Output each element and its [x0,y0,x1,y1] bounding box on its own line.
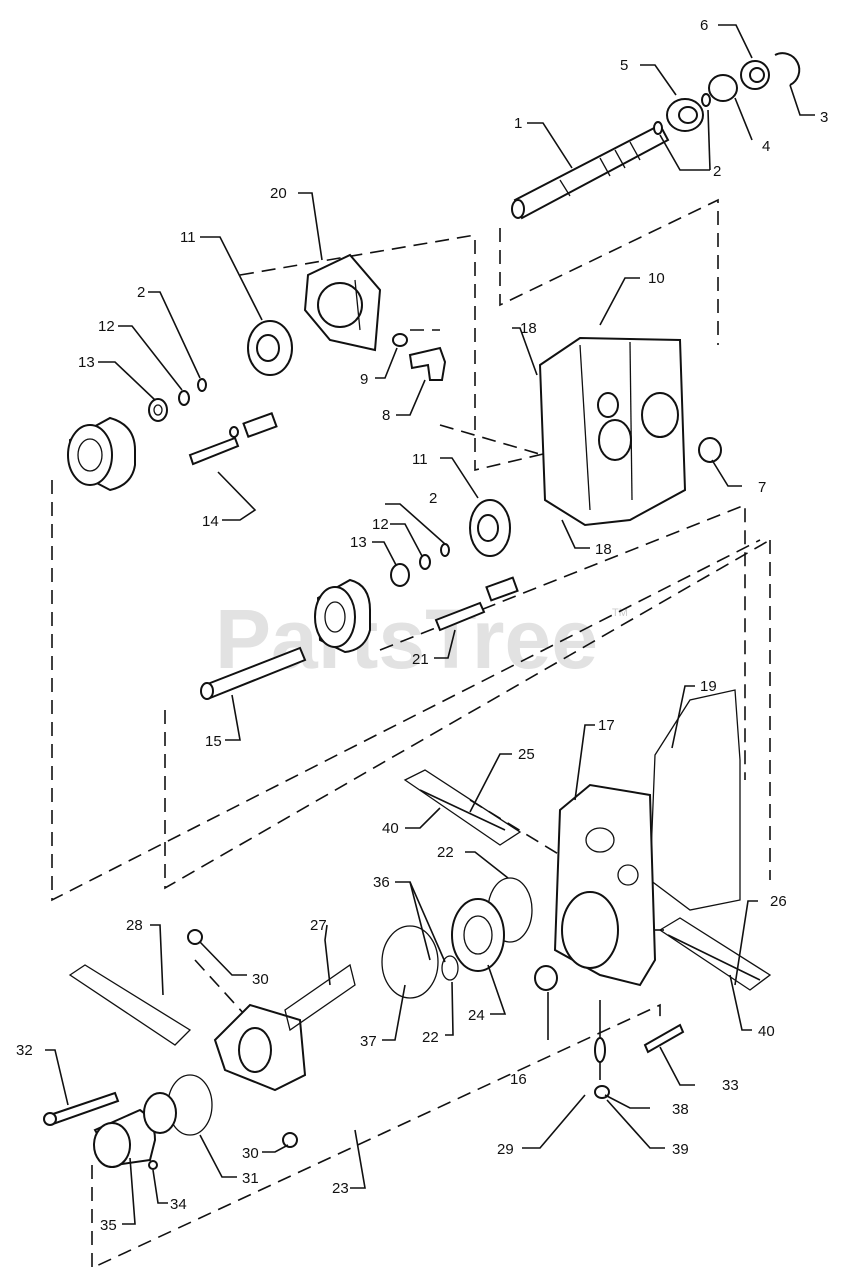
callout-35: 35 [100,1217,117,1234]
part-8-lever [408,346,447,381]
callout-4: 4 [762,138,770,155]
part-11-middle-pulley [469,499,511,557]
callout-16: 16 [510,1071,527,1088]
part-2-ring-middle [440,543,450,557]
callout-30-top: 30 [252,971,269,988]
callout-13-middle: 13 [350,534,367,551]
part-32-bolt [43,1091,120,1126]
callout-40-left: 40 [382,820,399,837]
callout-31: 31 [242,1170,259,1187]
callout-2-upper: 2 [137,284,145,301]
part-13-spring-upper [148,398,168,422]
part-24-charge-pump [451,898,505,972]
callout-1: 1 [514,115,522,132]
part-20-housing-cover [303,253,382,352]
callout-18-upper: 18 [520,320,537,337]
callout-13-upper: 13 [78,354,95,371]
part-30-plug-top [187,929,203,945]
callout-33: 33 [722,1077,739,1094]
part-2-ring-b [701,93,711,107]
callout-labels: 1 2 2 2 3 4 5 6 7 8 9 10 11 11 12 12 13 … [16,17,828,1234]
callout-38: 38 [672,1101,689,1118]
callout-19: 19 [700,678,717,695]
part-1-input-shaft [511,123,670,220]
callout-20: 20 [270,185,287,202]
callout-9: 9 [360,371,368,388]
part-37-gasket [381,925,439,999]
callout-27: 27 [310,917,327,934]
callout-36: 36 [373,874,390,891]
part-4-washer [708,74,738,102]
part-3-snap-ring [774,52,801,86]
callout-32: 32 [16,1042,33,1059]
part-11-upper-pulley [247,320,293,376]
callout-23: 23 [332,1180,349,1197]
callout-34: 34 [170,1196,187,1213]
callout-12-upper: 12 [98,318,115,335]
part-13-spring-middle [390,563,410,587]
part-21-cylinder-block [314,576,519,654]
part-12-ring-middle [419,554,431,570]
callout-22-top: 22 [437,844,454,861]
callout-39: 39 [672,1141,689,1158]
part-12-ring-upper [178,390,190,406]
part-22-o-ring-small [441,955,459,981]
part-35-hub [93,1092,177,1168]
part-6-seal [740,60,770,90]
leader-lines [45,24,815,1225]
part-19-gasket [649,689,741,911]
part-2-ring-a [653,121,663,135]
callout-5: 5 [620,57,628,74]
callout-22-bottom: 22 [422,1029,439,1046]
part-30-plug-bottom [282,1132,298,1148]
callout-28: 28 [126,917,143,934]
part-17-center-section [553,783,657,987]
callout-10: 10 [648,270,665,287]
callout-11-middle: 11 [412,451,428,468]
part-10-main-housing [538,336,687,527]
part-5-bearing [666,98,704,132]
callout-11-upper: 11 [180,229,196,246]
callout-17: 17 [598,717,615,734]
part-23-pump-housing [213,1003,307,1092]
callout-14: 14 [202,513,219,530]
part-16-seal [534,965,558,991]
part-26-valve [658,917,772,991]
part-15-shaft [200,646,307,700]
callout-7: 7 [758,479,766,496]
callout-8: 8 [382,407,390,424]
part-25-valve [403,769,522,846]
part-7-seal [698,437,722,463]
callout-30-bottom: 30 [242,1145,259,1162]
callout-6: 6 [700,17,708,34]
callout-2-shaft: 2 [713,163,721,180]
part-28-valve [68,964,192,1046]
part-34-pin [148,1160,158,1170]
callout-24: 24 [468,1007,485,1024]
callout-3: 3 [820,109,828,126]
part-27-valve [284,963,356,1032]
callout-40-right: 40 [758,1023,775,1040]
callout-25: 25 [518,746,535,763]
callout-21: 21 [412,651,429,668]
callout-2-middle: 2 [429,490,437,507]
callout-15: 15 [205,733,222,750]
callout-29: 29 [497,1141,514,1158]
callout-12-middle: 12 [372,516,389,533]
callout-26: 26 [770,893,787,910]
callout-18-lower: 18 [595,541,612,558]
callout-37: 37 [360,1033,377,1050]
assembly-lines [51,198,771,1270]
part-9-plug [392,333,408,347]
part-33-bolt [643,1023,685,1054]
part-2-ring-upper [197,378,207,392]
part-14-cylinder-block-upper [67,412,278,492]
part-29-bypass-rod [594,1000,610,1099]
